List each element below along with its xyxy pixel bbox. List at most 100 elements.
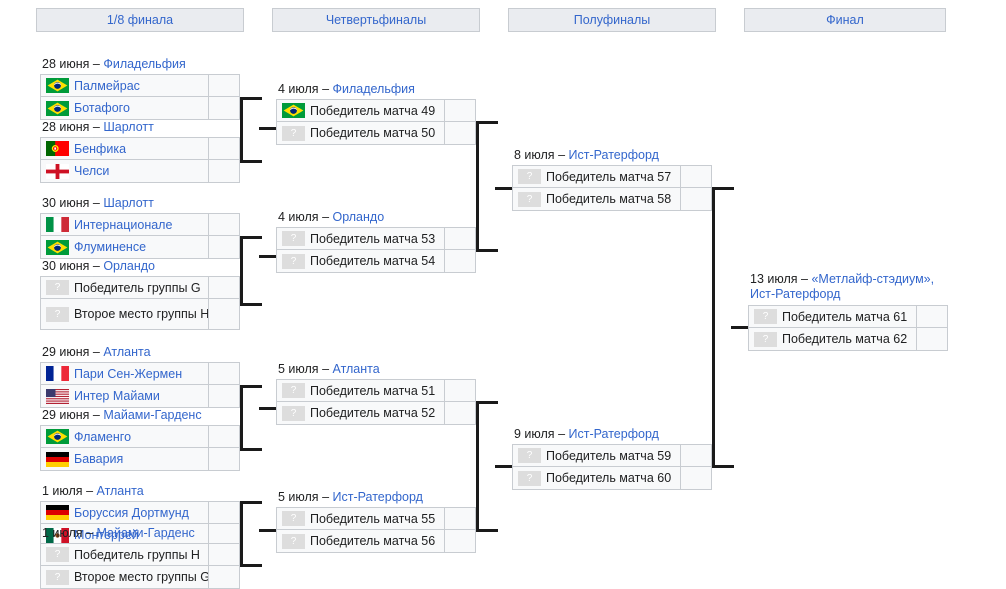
team-cell: Палмейрас [41,75,208,96]
team-cell: Бенфика [41,138,208,159]
match-date: 28 июня – Филадельфия [42,57,186,72]
match-date-text: 5 июля [278,362,319,376]
team-cell: Пари Сен-Жермен [41,363,208,384]
match-venue[interactable]: Шарлотт [103,120,154,134]
table-row[interactable]: Боруссия Дортмунд [40,501,240,524]
table-row[interactable]: ? Победитель матча 51 [276,379,476,402]
team-name[interactable]: Палмейрас [74,78,140,93]
table-row[interactable]: Флуминенсе [40,236,240,259]
team-name[interactable]: Бавария [74,452,124,466]
round-header-quarterfinals[interactable]: Четвертьфиналы [272,8,480,32]
team-cell: ? Победитель матча 55 [277,508,444,529]
table-row[interactable]: ? Победитель группы G [40,276,240,299]
unknown-team-icon: ? [518,191,541,207]
match-venue[interactable]: Майами-Гарденс [103,408,202,422]
team-name[interactable]: Ботафого [74,101,130,115]
team-name: Победитель матча 57 [546,169,672,184]
team-cell: ? Второе место группы H [41,299,208,329]
match-venue[interactable]: Ист-Ратерфорд [568,427,659,441]
connector [259,255,279,258]
table-row[interactable]: Палмейрас [40,74,240,97]
score-cell [208,524,239,546]
match-venue[interactable]: Ист-Ратерфорд [332,490,423,504]
team-name[interactable]: Челси [74,164,110,178]
match-venue[interactable]: Орландо [103,259,155,273]
connector [259,127,279,130]
connector [495,187,515,190]
table-row[interactable]: ? Второе место группы G [40,566,240,589]
match-venue[interactable]: Филадельфия [332,82,415,96]
score-cell [680,166,711,187]
table-row[interactable]: Интер Майами [40,385,240,408]
round-header-label: Финал [826,13,864,27]
table-row[interactable]: ? Победитель матча 57 [512,165,712,188]
team-name[interactable]: Боруссия Дортмунд [74,505,189,520]
team-name[interactable]: Интернационале [74,217,173,232]
unknown-team-icon: ? [46,280,69,295]
match-venue[interactable]: «Метлайф-стэдиум», Ист-Ратерфорд [750,272,935,301]
score-cell [208,566,239,588]
table-row[interactable]: Ботафого [40,97,240,120]
table-row[interactable]: Интернационале [40,213,240,236]
team-name[interactable]: Монтеррей [74,528,139,542]
match-rows: Пари Сен-Жермен Интер Майами [40,362,240,408]
table-row[interactable]: ? Победитель матча 62 [748,328,948,351]
match-venue[interactable]: Шарлотт [103,196,154,210]
match-date: 29 июня – Атланта [42,345,151,360]
team-name[interactable]: Пари Сен-Жермен [74,366,183,381]
match-venue[interactable]: Филадельфия [103,57,186,71]
table-row[interactable]: Победитель матча 49 [276,99,476,122]
team-name[interactable]: Интер Майами [74,389,160,403]
table-row[interactable]: ? Победитель матча 55 [276,507,476,530]
match-venue[interactable]: Атланта [332,362,380,376]
table-row[interactable]: ? Победитель матча 59 [512,444,712,467]
table-row[interactable]: Пари Сен-Жермен [40,362,240,385]
match-venue[interactable]: Ист-Ратерфорд [568,148,659,162]
team-name[interactable]: Фламенго [74,429,132,444]
table-row[interactable]: Монтеррей [40,524,240,547]
team-name: Победитель матча 58 [546,192,672,206]
table-row[interactable]: Фламенго [40,425,240,448]
round-header-round-of-16[interactable]: 1/8 финала [36,8,244,32]
score-cell [208,502,239,523]
score-cell [680,445,711,466]
match-date-text: 28 июня [42,57,90,71]
round-header-final[interactable]: Финал [744,8,946,32]
table-row[interactable]: ? Победитель матча 61 [748,305,948,328]
table-row[interactable]: ? Победитель матча 50 [276,122,476,145]
match-date-text: 30 июня [42,259,90,273]
connector [476,249,498,252]
team-cell: ? Победитель матча 51 [277,380,444,401]
table-row[interactable]: Бавария [40,448,240,471]
team-name[interactable]: Флуминенсе [74,240,147,254]
match-date: 1 июля – Атланта [42,484,144,499]
connector [495,465,515,468]
round-header-semifinals[interactable]: Полуфиналы [508,8,716,32]
match-venue[interactable]: Атланта [103,345,151,359]
flag-portugal-icon [46,141,69,156]
unknown-team-icon: ? [46,547,69,562]
table-row[interactable]: ? Победитель матча 52 [276,402,476,425]
unknown-team-icon: ? [282,405,305,421]
match-venue[interactable]: Майами-Гарденс [96,526,195,540]
table-row[interactable]: ? Победитель матча 60 [512,467,712,490]
table-row[interactable]: ? Победитель матча 53 [276,227,476,250]
table-row[interactable]: Бенфика [40,137,240,160]
match-date: 28 июня – Шарлотт [42,120,154,135]
team-name[interactable]: Бенфика [74,141,127,156]
team-name: Победитель матча 49 [310,103,436,118]
team-cell: Интернационале [41,214,208,235]
connector [240,160,262,163]
match-venue[interactable]: Орландо [332,210,385,224]
unknown-team-icon: ? [518,448,541,463]
table-row[interactable]: Челси [40,160,240,183]
table-row[interactable]: ? Победитель матча 58 [512,188,712,211]
match-venue[interactable]: Атланта [96,484,144,498]
match-date-text: 8 июля [514,148,555,162]
table-row[interactable]: ? Победитель матча 54 [276,250,476,273]
table-row[interactable]: ? Победитель матча 56 [276,530,476,553]
team-cell: ? Второе место группы G [41,566,208,588]
team-cell: ? Победитель матча 57 [513,166,680,187]
table-row[interactable]: ? Победитель группы H [40,543,240,566]
table-row[interactable]: ? Второе место группы H [40,299,240,330]
